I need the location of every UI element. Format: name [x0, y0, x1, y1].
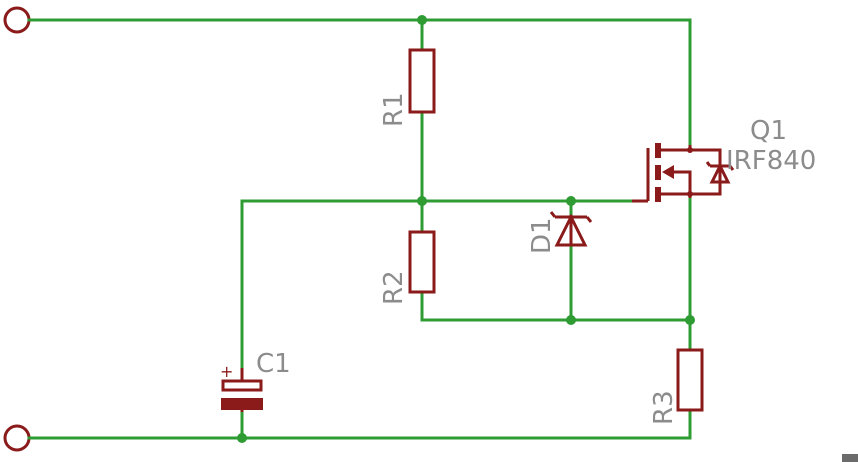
r2-label: R2	[379, 270, 409, 305]
d1-label: D1	[527, 217, 557, 254]
junction-dot	[566, 315, 576, 325]
resistor-r1[interactable]: R1	[379, 48, 436, 127]
terminal-top[interactable]	[3, 6, 31, 34]
junctions	[237, 15, 695, 443]
c1-label: C1	[256, 349, 291, 379]
junction-dot	[237, 433, 247, 443]
junction-dot	[685, 315, 695, 325]
r1-label: R1	[379, 92, 409, 127]
zener-diode-d1[interactable]: D1	[527, 211, 593, 254]
junction-dot	[417, 15, 427, 25]
r3-label: R3	[649, 390, 679, 425]
terminal-bottom[interactable]	[3, 424, 31, 452]
wires	[27, 18, 692, 440]
junction-dot	[417, 196, 427, 206]
q1-label: Q1	[750, 116, 787, 146]
q1-part-number: IRF840	[726, 146, 816, 176]
wire-r2-bottom	[420, 290, 692, 322]
capacitor-c1[interactable]: + C1	[220, 349, 291, 412]
mosfet-q1[interactable]: Q1 IRF840	[632, 116, 816, 203]
junction-dot	[566, 196, 576, 206]
c1-polarity: +	[220, 362, 233, 381]
corner-scroll-stub	[842, 454, 858, 462]
resistor-r2[interactable]: R2	[379, 230, 436, 305]
resistor-r3[interactable]: R3	[649, 348, 704, 425]
